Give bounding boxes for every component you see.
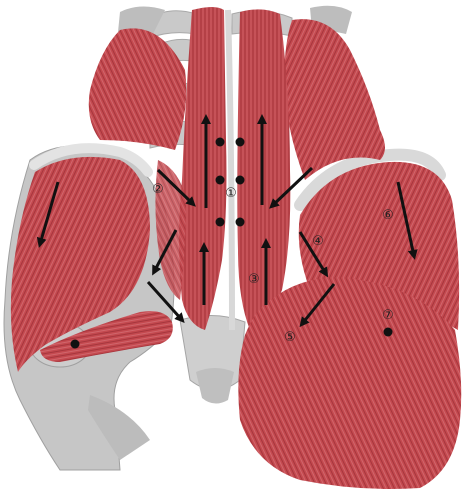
spinal-groove — [228, 10, 232, 330]
label-7: ⑦ — [382, 308, 394, 323]
label-1: ① — [225, 186, 237, 201]
dot — [216, 218, 225, 227]
right-gluteus-maximus — [238, 278, 461, 490]
dot — [236, 176, 245, 185]
label-2: ② — [152, 182, 164, 197]
dot — [236, 218, 245, 227]
dot — [71, 340, 80, 349]
dot — [216, 138, 225, 147]
dot — [236, 138, 245, 147]
right-erector-spinae — [237, 9, 290, 330]
coccyx — [196, 368, 234, 404]
right-upper-back-muscle — [284, 19, 385, 180]
label-3: ③ — [248, 272, 260, 287]
dot — [384, 328, 393, 337]
dot — [216, 176, 225, 185]
label-4: ④ — [312, 234, 324, 249]
label-6: ⑥ — [382, 208, 394, 223]
label-5: ⑤ — [284, 330, 296, 345]
